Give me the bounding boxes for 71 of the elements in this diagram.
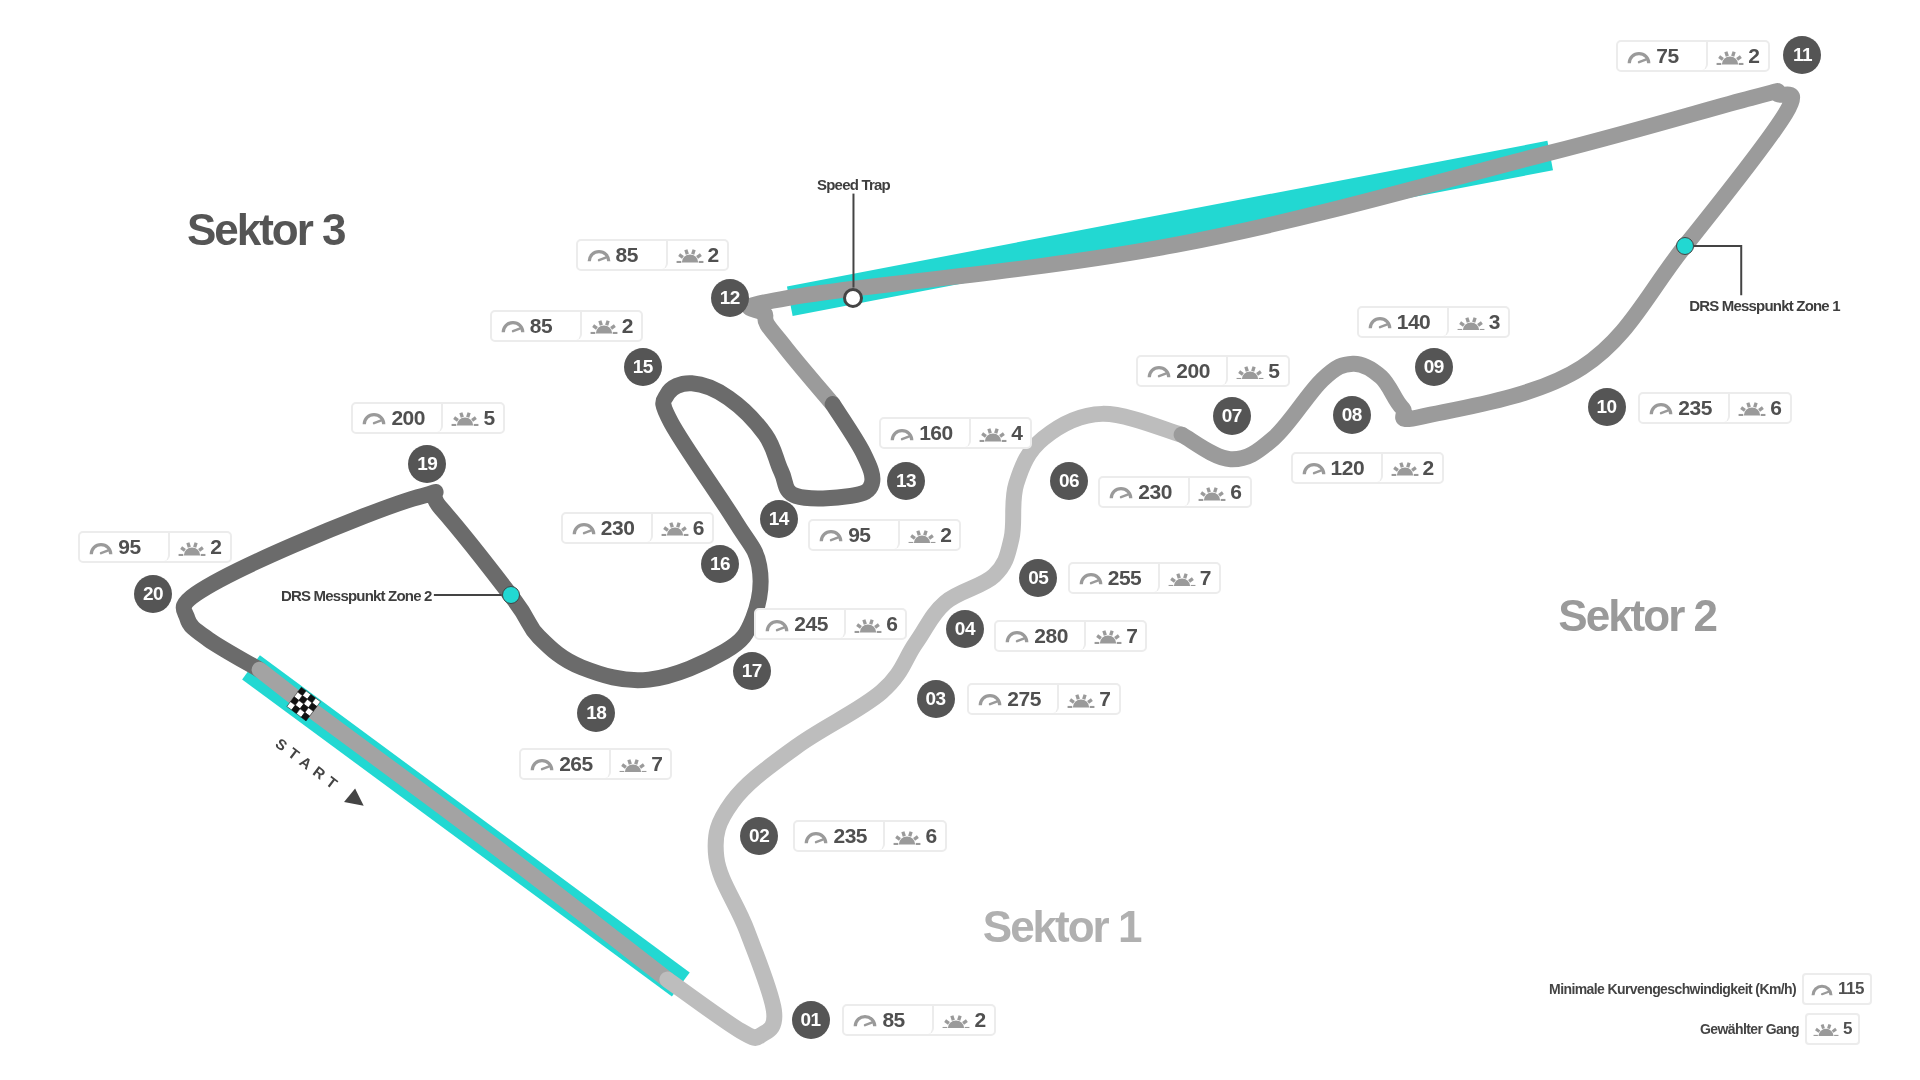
min-speed-value: 200: [1176, 359, 1210, 383]
gear-value: 7: [1126, 623, 1138, 648]
turn-number-badge: 09: [1414, 348, 1453, 387]
gear-value: 3: [1488, 310, 1500, 335]
gear-value: 7: [1099, 687, 1111, 712]
turn-number-badge: 12: [710, 278, 749, 317]
turn-number-badge: 20: [134, 574, 173, 613]
min-speed-value: 85: [882, 1008, 905, 1032]
turn-number-badge: 18: [577, 693, 616, 732]
leader-line: [852, 192, 855, 289]
legend-value: 115: [1838, 979, 1864, 1000]
legend-label: Gewählter Gang: [1700, 1020, 1800, 1037]
gear-value: 6: [886, 612, 898, 637]
min-speed-value: 245: [794, 612, 828, 637]
turn-number-badge: 03: [916, 680, 955, 719]
min-speed-value: 275: [1007, 687, 1041, 712]
gear-value: 6: [925, 824, 937, 849]
turn-number-badge: 11: [1783, 36, 1822, 75]
legend-label: Minimale Kurvengeschwindigkeit (Km/h): [1549, 981, 1797, 998]
min-speed-value: 265: [559, 752, 593, 777]
turn-number-badge: 17: [732, 652, 771, 690]
min-speed-value: 75: [1656, 44, 1679, 69]
sector-label: Sektor 1: [982, 901, 1141, 952]
turn-number-badge: 14: [759, 500, 798, 539]
leader-line: [1692, 245, 1743, 297]
min-speed-value: 235: [833, 824, 867, 849]
turn-number-badge: 04: [945, 610, 984, 649]
gear-value: 5: [1268, 359, 1280, 383]
turn-number-badge: 02: [740, 817, 779, 856]
gear-value: 6: [1770, 395, 1782, 420]
turn-number-badge: 13: [887, 462, 926, 501]
turn-number-badge: 15: [623, 348, 662, 387]
min-speed-value: 120: [1330, 455, 1365, 480]
leader-line: [432, 594, 503, 597]
turn-number-badge: 06: [1049, 462, 1088, 501]
sector-label: Sektor 3: [186, 205, 345, 256]
gear-value: 2: [621, 313, 633, 338]
turn-number-badge: 16: [701, 545, 739, 584]
min-speed-value: 200: [391, 405, 425, 430]
turn-number-badge: 10: [1587, 387, 1626, 426]
gear-value: 7: [1199, 565, 1211, 590]
min-speed-value: 230: [600, 515, 635, 540]
min-speed-value: 140: [1396, 310, 1431, 335]
gear-value: 6: [1230, 480, 1242, 505]
gear-value: 2: [707, 242, 719, 267]
gear-value: 2: [974, 1008, 986, 1032]
gear-value: 2: [940, 523, 952, 548]
gear-value: 4: [1011, 421, 1023, 446]
min-speed-value: 95: [848, 523, 871, 548]
min-speed-value: 230: [1138, 480, 1172, 505]
min-speed-value: 85: [615, 242, 638, 267]
gear-value: 7: [651, 752, 663, 777]
min-speed-value: 255: [1107, 565, 1142, 590]
gear-value: 2: [1422, 455, 1434, 480]
sector-label: Sektor 2: [1558, 590, 1716, 641]
gear-value: 5: [483, 405, 495, 430]
callout-label: DRS Messpunkt Zone 1: [1687, 295, 1842, 315]
legend-value: 5: [1843, 1018, 1852, 1039]
gear-value: 2: [210, 535, 222, 560]
min-speed-value: 85: [529, 313, 553, 338]
turn-number-badge: 01: [791, 1001, 830, 1039]
min-speed-value: 280: [1034, 623, 1068, 648]
gear-value: 2: [1748, 44, 1760, 69]
min-speed-value: 160: [919, 421, 953, 446]
min-speed-value: 235: [1678, 395, 1712, 420]
min-speed-value: 95: [118, 535, 141, 560]
turn-number-badge: 19: [408, 445, 447, 484]
turn-number-badge: 08: [1332, 396, 1371, 435]
turn-number-badge: 05: [1019, 558, 1058, 597]
gear-value: 6: [692, 515, 704, 540]
turn-number-badge: 07: [1212, 397, 1251, 436]
